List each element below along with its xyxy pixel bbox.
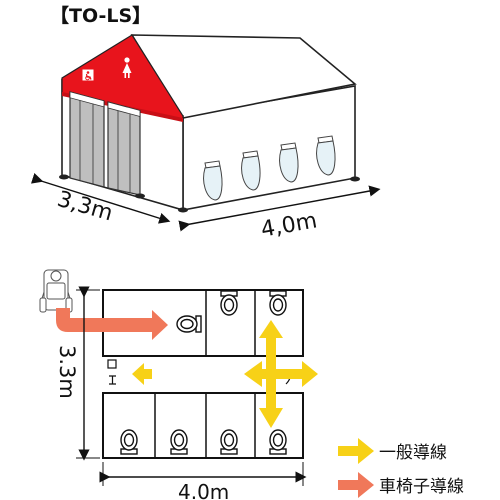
legend: 一般導線 車椅子導線 — [338, 438, 464, 498]
depth-dim-line — [30, 172, 171, 224]
perspective-view: 3,3m 4,0m — [30, 34, 381, 243]
wheelchair-sign-icon — [82, 69, 94, 81]
door-left — [69, 91, 105, 188]
legend-item-general: 一般導線 — [338, 438, 447, 464]
entry-marks — [107, 359, 117, 385]
length-label: 4,0m — [259, 208, 319, 242]
urinal-icon — [203, 135, 336, 201]
wheelchair-user-icon — [39, 269, 73, 313]
length-dim-line — [178, 185, 381, 232]
door-right — [107, 101, 141, 196]
plan-view: 3.3m 4.0m — [39, 269, 318, 500]
depth-label: 3,3m — [54, 187, 115, 227]
legend-label-general: 一般導線 — [379, 443, 447, 463]
female-sign-icon — [122, 57, 132, 78]
legend-item-wheelchair: 車椅子導線 — [338, 472, 464, 498]
general-route-arrows — [132, 320, 318, 428]
plan-width-label: 4.0m — [178, 480, 229, 500]
toilet-icon — [120, 290, 287, 455]
legend-label-wheelchair: 車椅子導線 — [379, 477, 464, 497]
plan-depth-label: 3.3m — [55, 345, 79, 399]
page-title: 【TO-LS】 — [50, 4, 151, 27]
